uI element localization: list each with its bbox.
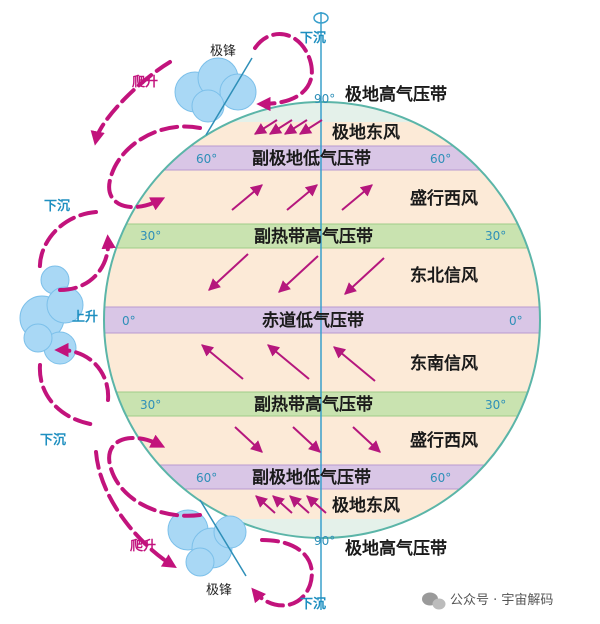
wind-westerly-s [234,426,381,453]
axis-rotation-icon [313,12,329,24]
lat-30n-left-label: 30° [140,229,161,243]
earth-axis [313,12,329,610]
lat-30s-right-label: 30° [485,398,506,412]
ferrel-cell-south-upper-arrow [94,450,177,569]
label-subtropical-high-n: 副热带高气压带 [254,226,373,247]
hadley-cell-south-arrow [37,350,111,427]
polar-front-line-s [199,499,247,577]
polar-cell-south-arrow [251,538,314,608]
label-westerly-n: 盛行西风 [410,188,478,209]
climb-label-n: 爬升 [131,74,158,90]
ferrel-cell-north-arrow [107,124,202,211]
band-equatorial-low [104,307,540,333]
sink-label-bottom: 下沉 [300,596,326,612]
polar-front-line-n [205,57,253,136]
lat-60s-right-label: 60° [430,471,451,485]
wechat-icon [422,592,446,610]
label-polar-high-s: 极地高气压带 [345,538,447,559]
wind-polar-easterly-s [255,495,327,514]
sink-label-30n: 下沉 [44,198,70,214]
watermark: 公众号 · 宇宙解码 [422,592,553,610]
band-subtropical-high-s [104,392,540,416]
ferrel-cell-south-arrow [107,434,202,518]
label-polar-easterly-s: 极地东风 [332,495,400,516]
cloud-south-front [167,509,247,577]
cloud-north-front [174,57,257,123]
hadley-cell-north-arrow [37,210,108,292]
wind-se-trade [201,344,376,382]
polar-front-label-n: 极锋 [210,44,236,59]
lat-0-left-label: 0° [122,314,136,328]
label-subpolar-low-s: 副极地低气压带 [252,467,371,488]
lat-30n-right-label: 30° [485,229,506,243]
wind-westerly-n [231,184,373,211]
wind-ne-trade [208,253,385,295]
label-westerly-s: 盛行西风 [410,430,478,451]
globe-outline [103,101,541,539]
sink-label-top: 下沉 [300,30,326,46]
ferrel-cell-north-upper-arrow [90,60,172,146]
label-polar-easterly-n: 极地东风 [332,122,400,143]
sink-label-30s: 下沉 [40,432,66,448]
lat-90n-label: 90° [314,92,335,106]
label-polar-high-n: 极地高气压带 [345,84,447,105]
polar-front-label-s: 极锋 [206,583,232,598]
lat-30s-left-label: 30° [140,398,161,412]
climb-label-s: 爬升 [129,538,156,554]
label-subpolar-low-n: 副极地低气压带 [252,148,371,169]
lat-60s-left-label: 60° [196,471,217,485]
label-equatorial-low: 赤道低气压带 [262,310,364,331]
rise-label-equator: 上升 [72,309,98,325]
label-se-trade: 东南信风 [410,353,478,374]
lat-60n-left-label: 60° [196,152,217,166]
lat-90s-label: 90° [314,534,335,548]
wind-polar-easterly-n [253,119,323,135]
band-subtropical-high-n [104,224,540,248]
polar-cell-north-arrow [253,32,314,112]
lat-0-right-label: 0° [509,314,523,328]
lat-60n-right-label: 60° [430,152,451,166]
label-subtropical-high-s: 副热带高气压带 [254,394,373,415]
watermark-text: 公众号 · 宇宙解码 [450,593,553,608]
label-ne-trade: 东北信风 [410,265,478,286]
